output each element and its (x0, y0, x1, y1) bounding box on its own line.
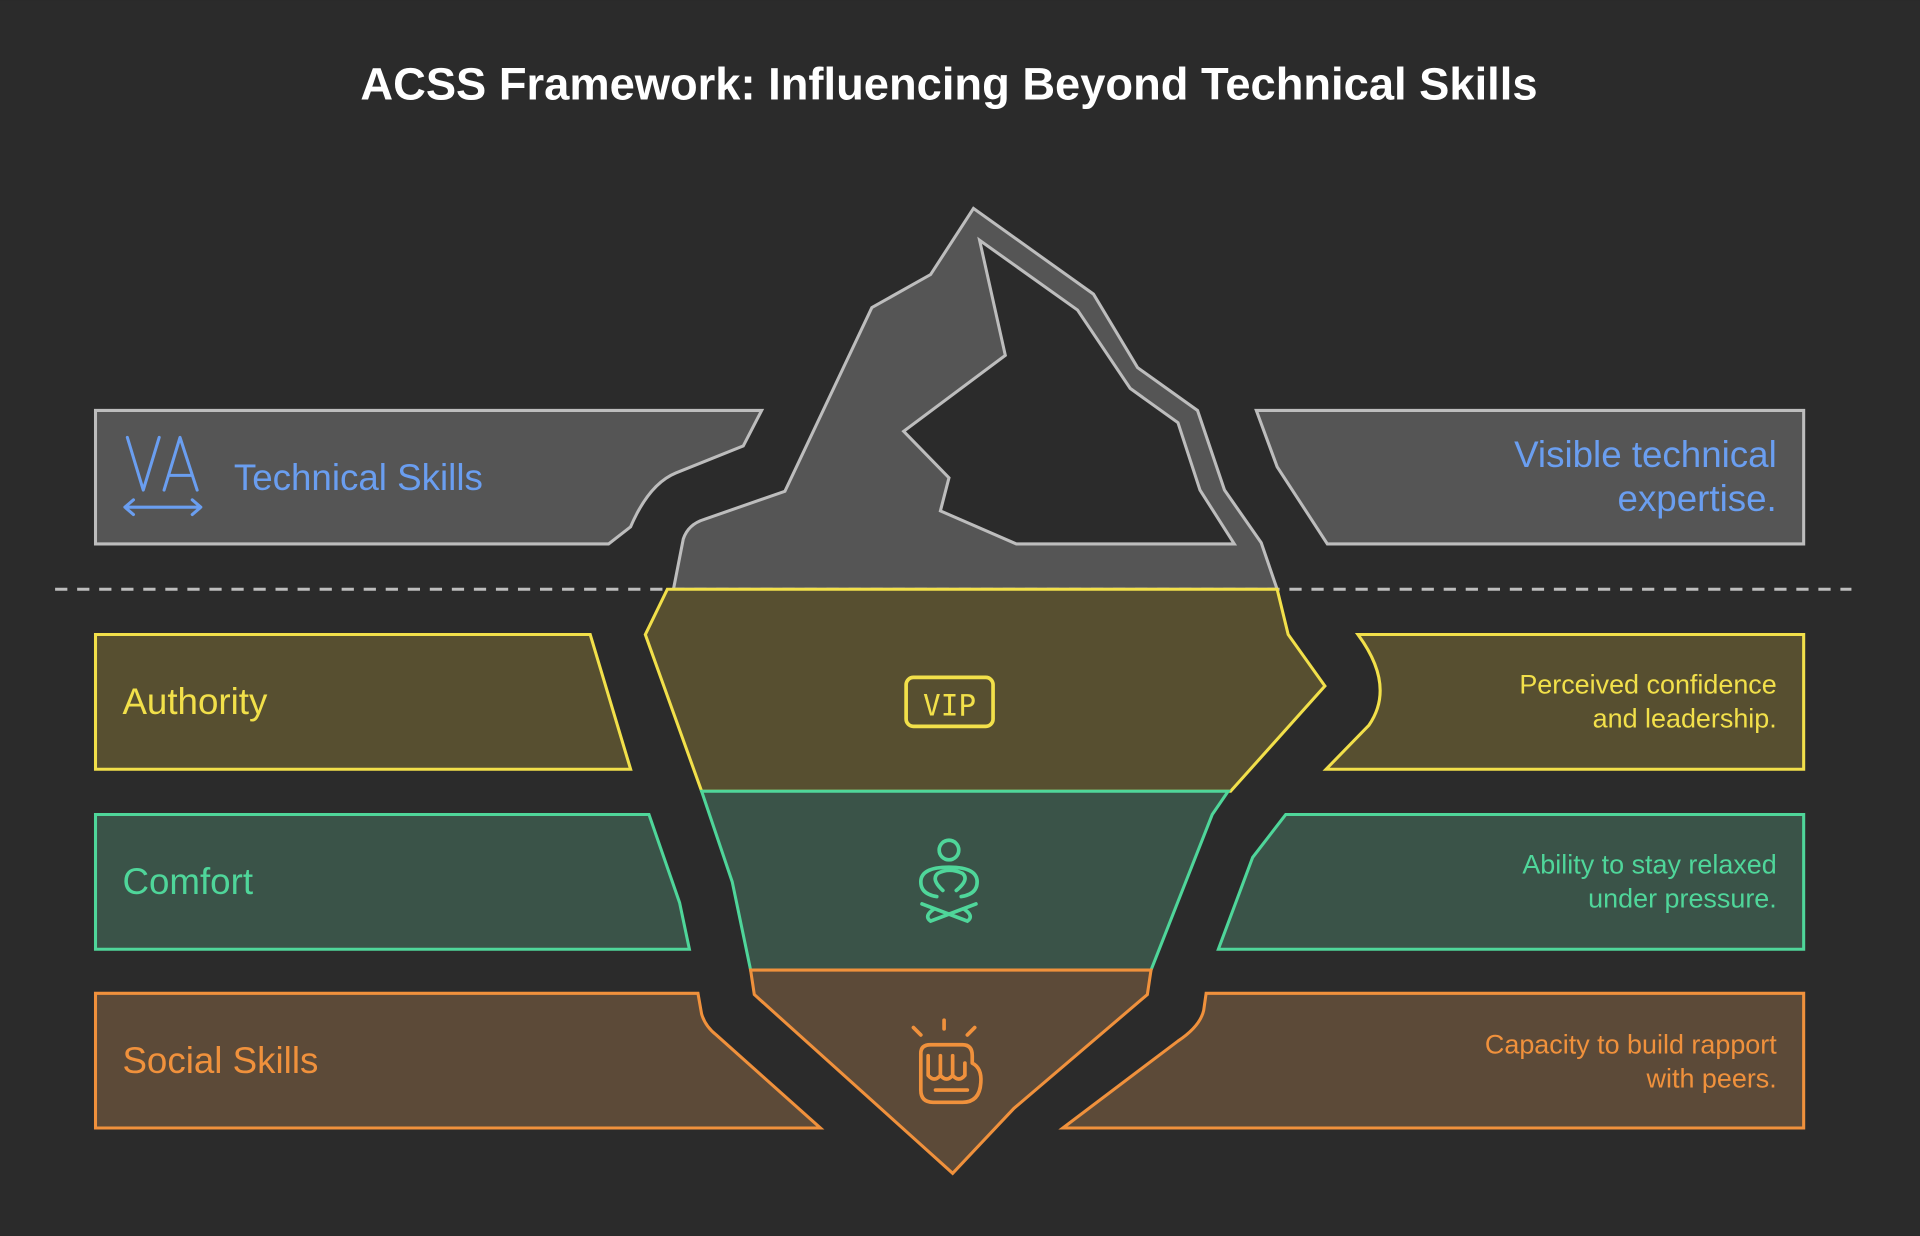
comfort-description-line1: Ability to stay relaxed (1522, 849, 1776, 879)
authority-right-panel (1322, 633, 1806, 771)
authority-description-line2: and leadership. (1593, 704, 1777, 734)
font-width-icon (123, 435, 203, 517)
iceberg-authority-band (643, 587, 1327, 793)
iceberg-tip-shadow (901, 236, 1238, 546)
technical-description-line1: Visible technical (1514, 434, 1777, 475)
social-description-line1: Capacity to build rapport (1485, 1029, 1777, 1059)
social-label: Social Skills (122, 1040, 318, 1081)
social-right-panel (1058, 991, 1806, 1130)
authority-left-panel (93, 633, 633, 771)
authority-label: Authority (122, 681, 268, 722)
social-left-panel (93, 991, 825, 1130)
comfort-left-panel (93, 813, 692, 951)
fist-bump-icon (911, 1018, 983, 1105)
technical-right-panel (1254, 408, 1806, 546)
authority-description-line1: Perceived confidence (1519, 669, 1776, 699)
meditation-icon (918, 838, 979, 924)
technical-left-panel (93, 408, 765, 546)
comfort-label: Comfort (122, 861, 253, 902)
social-description-line2: with peers. (1646, 1064, 1777, 1094)
vip-badge-text: VIP (923, 688, 976, 722)
comfort-description-line2: under pressure. (1588, 884, 1777, 914)
comfort-right-panel (1216, 813, 1806, 951)
vip-badge-icon: VIP (904, 675, 995, 729)
technical-label: Technical Skills (234, 457, 483, 498)
technical-description-line2: expertise. (1618, 478, 1777, 519)
diagram-title: ACSS Framework: Influencing Beyond Techn… (360, 58, 1537, 109)
